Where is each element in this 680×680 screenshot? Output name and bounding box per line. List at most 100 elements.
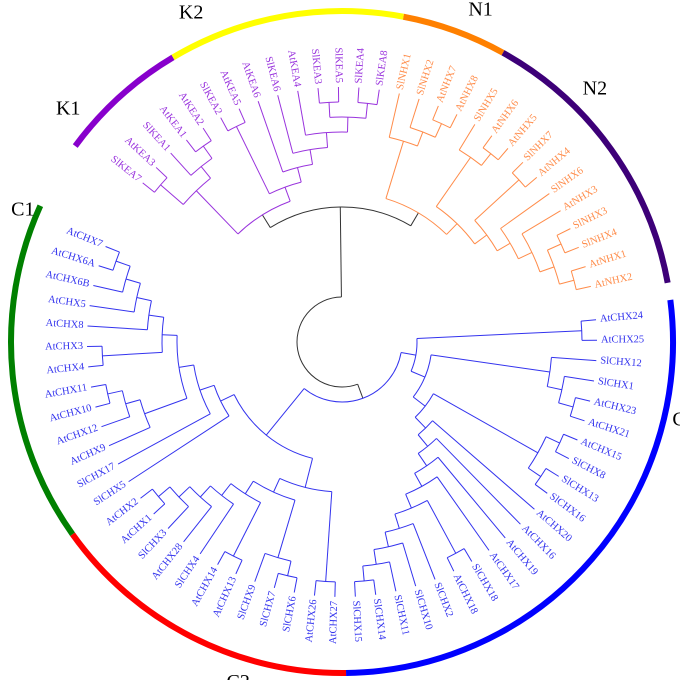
branch-line xyxy=(273,573,279,588)
branch-arc xyxy=(213,385,230,417)
branch-line xyxy=(199,485,211,498)
branch-line xyxy=(449,114,458,129)
leaf-label: SlKEA5 xyxy=(332,47,343,83)
branch-line xyxy=(287,561,292,576)
branch-line xyxy=(136,297,152,302)
branch-line xyxy=(257,101,284,173)
leaf-label: AtCHX13 xyxy=(211,575,239,619)
branch-line xyxy=(434,123,442,138)
clade-arc-c2 xyxy=(70,532,347,676)
branch-arc xyxy=(224,551,243,561)
leaf-label: SlNHX2 xyxy=(415,58,437,96)
clade-label: N2 xyxy=(583,78,607,100)
leaf-label: SlNHX5 xyxy=(472,87,501,124)
branch-line xyxy=(101,416,130,428)
leaf-label: SlKEA6 xyxy=(263,56,283,93)
leaf-label: AtCHX11 xyxy=(44,382,88,400)
branch-arc xyxy=(385,198,447,235)
branch-line xyxy=(158,486,171,497)
branch-line xyxy=(277,95,294,154)
branch-line xyxy=(385,141,404,199)
branch-arc xyxy=(446,548,465,559)
branch-line xyxy=(199,384,215,391)
branch-line xyxy=(500,193,550,229)
branch-line xyxy=(436,476,490,551)
branch-line xyxy=(412,523,436,580)
leaf-label: SlCHX10 xyxy=(412,588,435,631)
leaf-label: AtKEA6 xyxy=(239,60,262,99)
branch-line xyxy=(144,397,188,415)
branch-line xyxy=(458,124,476,151)
branch-arc xyxy=(122,265,131,293)
leaf-label: AtCHX15 xyxy=(579,436,623,463)
branch-line xyxy=(195,190,239,235)
leaf-label: AtCHX26 xyxy=(304,599,320,643)
clade-arc-c1 xyxy=(8,204,75,536)
branch-line xyxy=(417,453,428,467)
leaf-label: SlCHX9 xyxy=(236,583,259,621)
branch-line xyxy=(277,500,296,558)
branch-line xyxy=(400,352,416,356)
branch-arc xyxy=(357,102,378,106)
branch-line xyxy=(563,433,578,441)
branch-line xyxy=(433,393,539,454)
branch-arc xyxy=(154,177,168,193)
leaf-label: SlCHX2 xyxy=(431,581,454,619)
branch-arc xyxy=(458,149,482,166)
leaf-label: AtCHX8 xyxy=(45,318,84,331)
branch-arc xyxy=(316,580,336,583)
leaf-label: AtCHX18 xyxy=(451,572,480,616)
leaf-label: AtCHX7 xyxy=(65,226,104,250)
branch-line xyxy=(313,580,317,596)
branch-line xyxy=(436,438,521,525)
leaf-label: AtKEA5 xyxy=(217,69,242,108)
branch-arc xyxy=(253,480,296,501)
branch-line xyxy=(402,542,417,587)
leaf-label: SlCHX15 xyxy=(350,600,363,642)
clade-label: K1 xyxy=(56,97,80,119)
branch-arc xyxy=(270,206,411,229)
branch-arc xyxy=(436,206,476,245)
branch-arc xyxy=(409,127,436,138)
branch-arc xyxy=(176,335,188,399)
branch-line xyxy=(284,186,291,202)
branch-arc xyxy=(412,354,432,398)
branch-line xyxy=(309,149,314,165)
clade-arcs: C3C2C1K1K2N1N2 xyxy=(8,0,680,680)
leaf-label: AtKEA4 xyxy=(285,49,302,88)
branch-line xyxy=(482,135,493,149)
branch-line xyxy=(481,153,492,166)
branch-line xyxy=(339,207,342,298)
branch-line xyxy=(547,243,562,251)
leaf-label: SlNHX6 xyxy=(549,165,585,195)
branch-arc xyxy=(303,352,402,403)
branch-line xyxy=(293,577,298,593)
leaf-labels: AtCHX24AtCHX25SlCHX12SlCHX1AtCHX23AtCHX2… xyxy=(44,47,644,644)
branch-line xyxy=(414,416,427,429)
branch-line xyxy=(365,103,369,119)
branch-arc xyxy=(133,283,141,313)
branch-line xyxy=(265,388,305,436)
leaf-label: AtCHX6A xyxy=(50,246,97,270)
leaf-label: SlKEA4 xyxy=(354,47,367,84)
leaf-label: SlKEA3 xyxy=(309,48,323,84)
branch-line xyxy=(183,506,212,543)
branch-line xyxy=(547,386,562,391)
branch-line xyxy=(102,351,163,357)
branch-line xyxy=(564,246,579,254)
leaf-label: SlCHX8 xyxy=(570,455,607,481)
leaf-label: AtCHX24 xyxy=(600,310,645,325)
branch-line xyxy=(559,279,575,285)
branch-line xyxy=(388,93,400,138)
branch-line xyxy=(362,565,365,582)
branch-arc xyxy=(555,434,565,452)
branch-arc xyxy=(151,488,166,505)
branch-line xyxy=(410,370,426,378)
leaf-label: AtCHX5 xyxy=(47,294,86,310)
branch-line xyxy=(202,127,212,141)
branch-line xyxy=(297,167,302,183)
clade-arc-k2 xyxy=(171,8,405,60)
branch-line xyxy=(235,126,270,195)
branch-arc xyxy=(190,157,213,176)
branch-line xyxy=(117,413,211,465)
